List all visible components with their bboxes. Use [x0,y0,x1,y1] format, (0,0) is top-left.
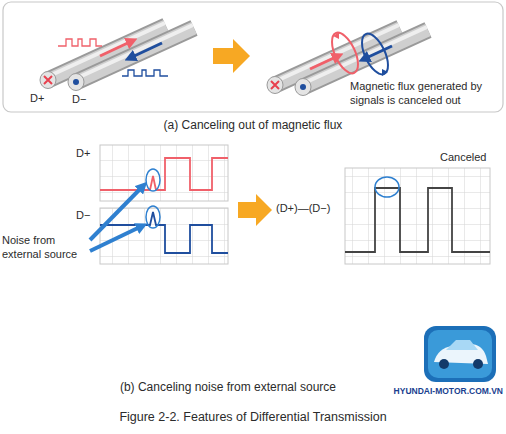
signal-name: D− [72,93,86,107]
signal-name: D+ [76,147,90,161]
result-graph [345,168,490,264]
process-arrow [213,39,250,73]
signal-name: D− [76,209,90,223]
process-arrow [238,194,272,226]
cable-pair [40,23,194,91]
sub-caption: (a) Canceling out of magnetic flux [164,118,343,133]
panel-frame [3,2,503,112]
operation-label: (D+)—(D−) [276,202,330,216]
signal-graphs [90,145,228,264]
annotation: Canceled [440,151,486,165]
annotation: Magnetic flux generated by signals is ca… [350,80,500,108]
sub-caption: (b) Canceling noise from external source [120,380,336,395]
annotation: Noise from external source [2,234,88,262]
figure-caption: Figure 2-2. Features of Differential Tra… [119,410,386,426]
watermark: HYUNDAI-MOTOR.COM.VN [394,386,503,397]
signal-name: D+ [30,92,44,106]
watermark-logo [424,326,496,382]
